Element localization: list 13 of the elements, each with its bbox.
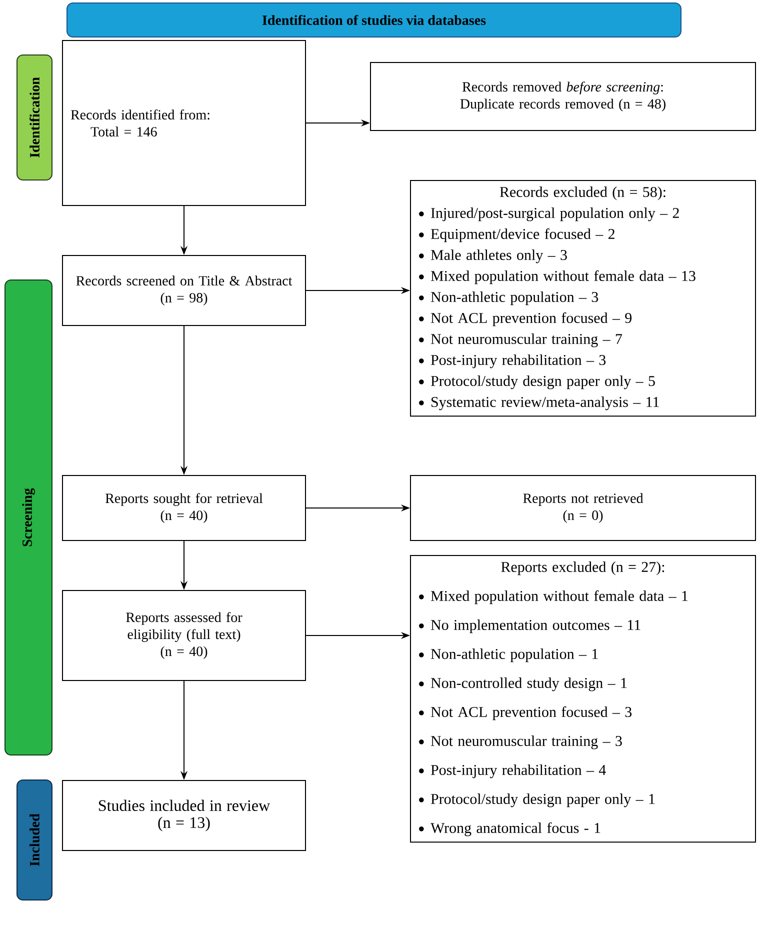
process-box: Studies included in review (n = 13) [62,780,306,851]
exclusion-box: Records excluded (n = 58): Injured/post-surgical population only – 2 Equipment/device focused – 2 Male athletes only – 3 Mixed population without female data – 13 Non-athletic population – 3 Not ACL prevention focused – 9 Not neuromuscular training – 7 Post-injury rehabilitation – 3 Protocol/study design paper only – 5 Systematic review/meta-analysis – 11 [410,180,756,417]
header-banner: Identification of studies via databases [66,2,682,38]
process-box: Records removed before screening: Duplicate records removed (n = 48) [370,62,756,131]
exclusion-box: Reports excluded (n = 27): Mixed population without female data – 1 No implementation outcomes – 11 Non-athletic population – 1 Non-controlled study design – 1 Not ACL prevention focused – 3 Not neuromuscular training – 3 Post-injury rehabilitation – 4 Protocol/study design paper only – 1 Wrong anatomical focus - 1 [410,555,756,843]
stage-label: Identification [16,54,52,180]
process-box: Reports not retrieved (n = 0) [410,475,756,541]
stage-label: Included [16,780,52,900]
process-box: Records screened on Title & Abstract (n = 98) [62,255,306,326]
process-box: Reports sought for retrieval (n = 40) [62,475,306,541]
stage-label: Screening [4,280,52,756]
process-box: Records identified from: Total = 146 [62,40,306,206]
process-box: Reports assessed for eligibility (full text) (n = 40) [62,590,306,681]
